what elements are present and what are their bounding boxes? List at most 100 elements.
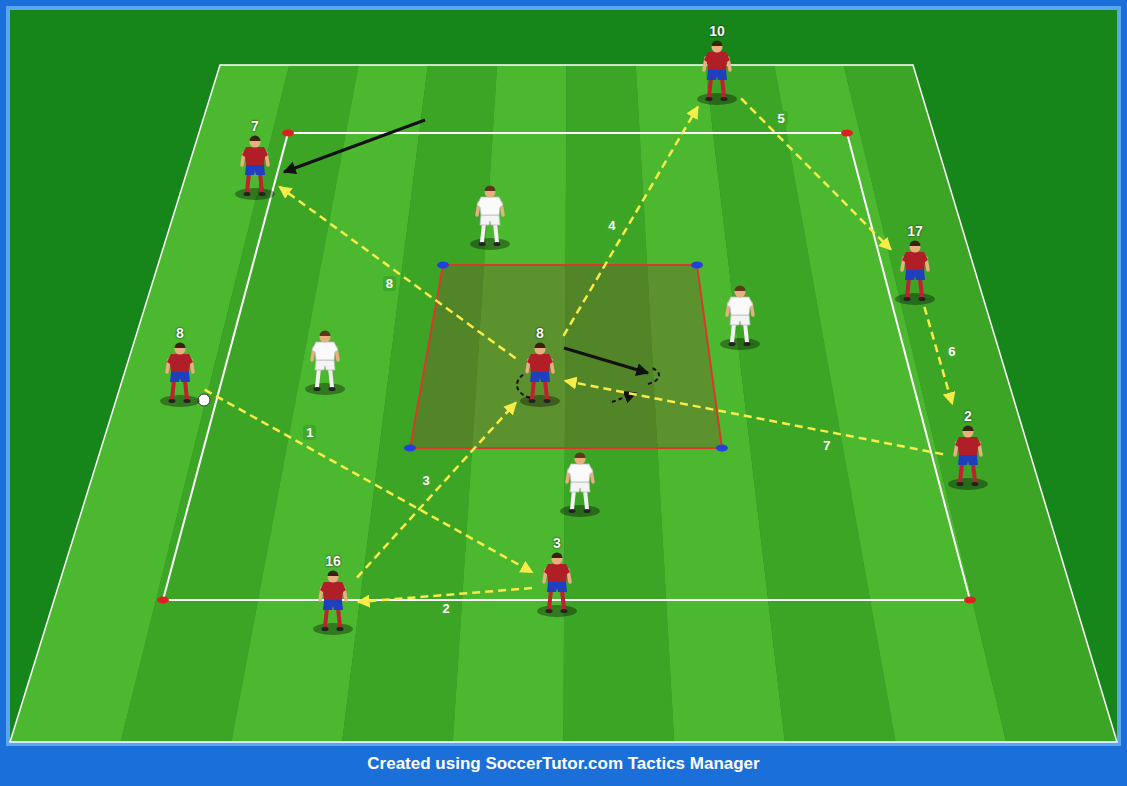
head	[552, 554, 563, 565]
shirt	[167, 354, 193, 372]
player-marker: 2	[946, 407, 990, 489]
player-number: 3	[535, 534, 579, 552]
shadow	[235, 188, 275, 200]
boot	[561, 609, 568, 613]
boot	[322, 627, 329, 631]
shorts	[170, 372, 190, 382]
hair	[175, 343, 186, 349]
defender	[305, 331, 345, 396]
boot	[706, 97, 713, 101]
pass-number: 1	[303, 425, 316, 440]
boot	[337, 627, 344, 631]
footer-caption: Created using SoccerTutor.com Tactics Ma…	[0, 753, 1127, 775]
cone	[437, 262, 449, 269]
player-number: 17	[893, 222, 937, 240]
shadow	[895, 293, 935, 305]
shirt	[955, 437, 981, 455]
legs	[325, 608, 340, 627]
cone	[841, 130, 853, 137]
legs	[709, 78, 724, 97]
shadow	[948, 478, 988, 490]
shadow	[313, 623, 353, 635]
boot	[169, 399, 176, 403]
head	[712, 42, 723, 53]
central-square	[410, 265, 722, 448]
boot	[544, 399, 551, 403]
player-marker: 3	[535, 534, 579, 616]
head	[175, 344, 186, 355]
player-figure-group	[160, 343, 200, 408]
pass-arrow	[279, 187, 515, 359]
hair	[250, 136, 261, 142]
cone	[691, 262, 703, 269]
player-figure	[946, 425, 990, 489]
player-figure-group	[948, 426, 988, 491]
hair	[712, 41, 723, 47]
player-figure-group	[235, 136, 275, 201]
pass-arrow	[357, 402, 516, 577]
ball	[198, 394, 210, 406]
pass-number: 3	[420, 473, 433, 488]
pass-number: 7	[820, 438, 833, 453]
legs	[172, 380, 187, 399]
player-figure-group	[520, 343, 560, 408]
player-figure-group	[537, 553, 577, 618]
defender	[470, 186, 510, 251]
pass-number: 4	[605, 218, 618, 233]
head	[250, 137, 261, 148]
shorts	[530, 372, 550, 382]
boot	[972, 482, 979, 486]
boot	[957, 482, 964, 486]
player-figure	[233, 135, 277, 199]
boot	[904, 297, 911, 301]
player-figure	[535, 552, 579, 616]
pitch-stripe	[844, 65, 1117, 742]
legs	[549, 590, 564, 609]
cone	[964, 597, 976, 604]
shadow	[520, 395, 560, 407]
player-marker: 8	[518, 324, 562, 406]
pass-number: 2	[440, 601, 453, 616]
player-figure-group	[697, 41, 737, 106]
ground	[10, 10, 1117, 742]
player-number: 16	[311, 552, 355, 570]
player-run	[284, 120, 425, 172]
shorts	[958, 455, 978, 465]
shadow	[160, 395, 200, 407]
pass-number: 6	[945, 344, 958, 359]
player-figure	[311, 570, 355, 634]
player-marker: 7	[233, 117, 277, 199]
legs	[907, 278, 922, 297]
player-figure	[695, 40, 739, 104]
pass-arrow	[358, 588, 532, 602]
legs	[247, 173, 262, 192]
player-number: 10	[695, 22, 739, 40]
cone	[157, 597, 169, 604]
turn-move	[517, 372, 530, 398]
player-marker: 8	[158, 324, 202, 406]
player-figure	[518, 342, 562, 406]
shorts	[547, 582, 567, 592]
turn-move	[648, 368, 659, 384]
player-number: 2	[946, 407, 990, 425]
legs	[960, 463, 975, 482]
shirt	[544, 564, 570, 582]
pass-number: 5	[774, 111, 787, 126]
shadow	[697, 93, 737, 105]
shadow	[537, 605, 577, 617]
cone	[404, 445, 416, 452]
boot	[244, 192, 251, 196]
frame-border	[6, 6, 1121, 746]
player-number: 8	[518, 324, 562, 342]
head	[963, 427, 974, 438]
area-outline	[163, 133, 970, 600]
hair	[552, 553, 563, 559]
hair	[535, 343, 546, 349]
player-figure	[158, 342, 202, 406]
boot	[919, 297, 926, 301]
